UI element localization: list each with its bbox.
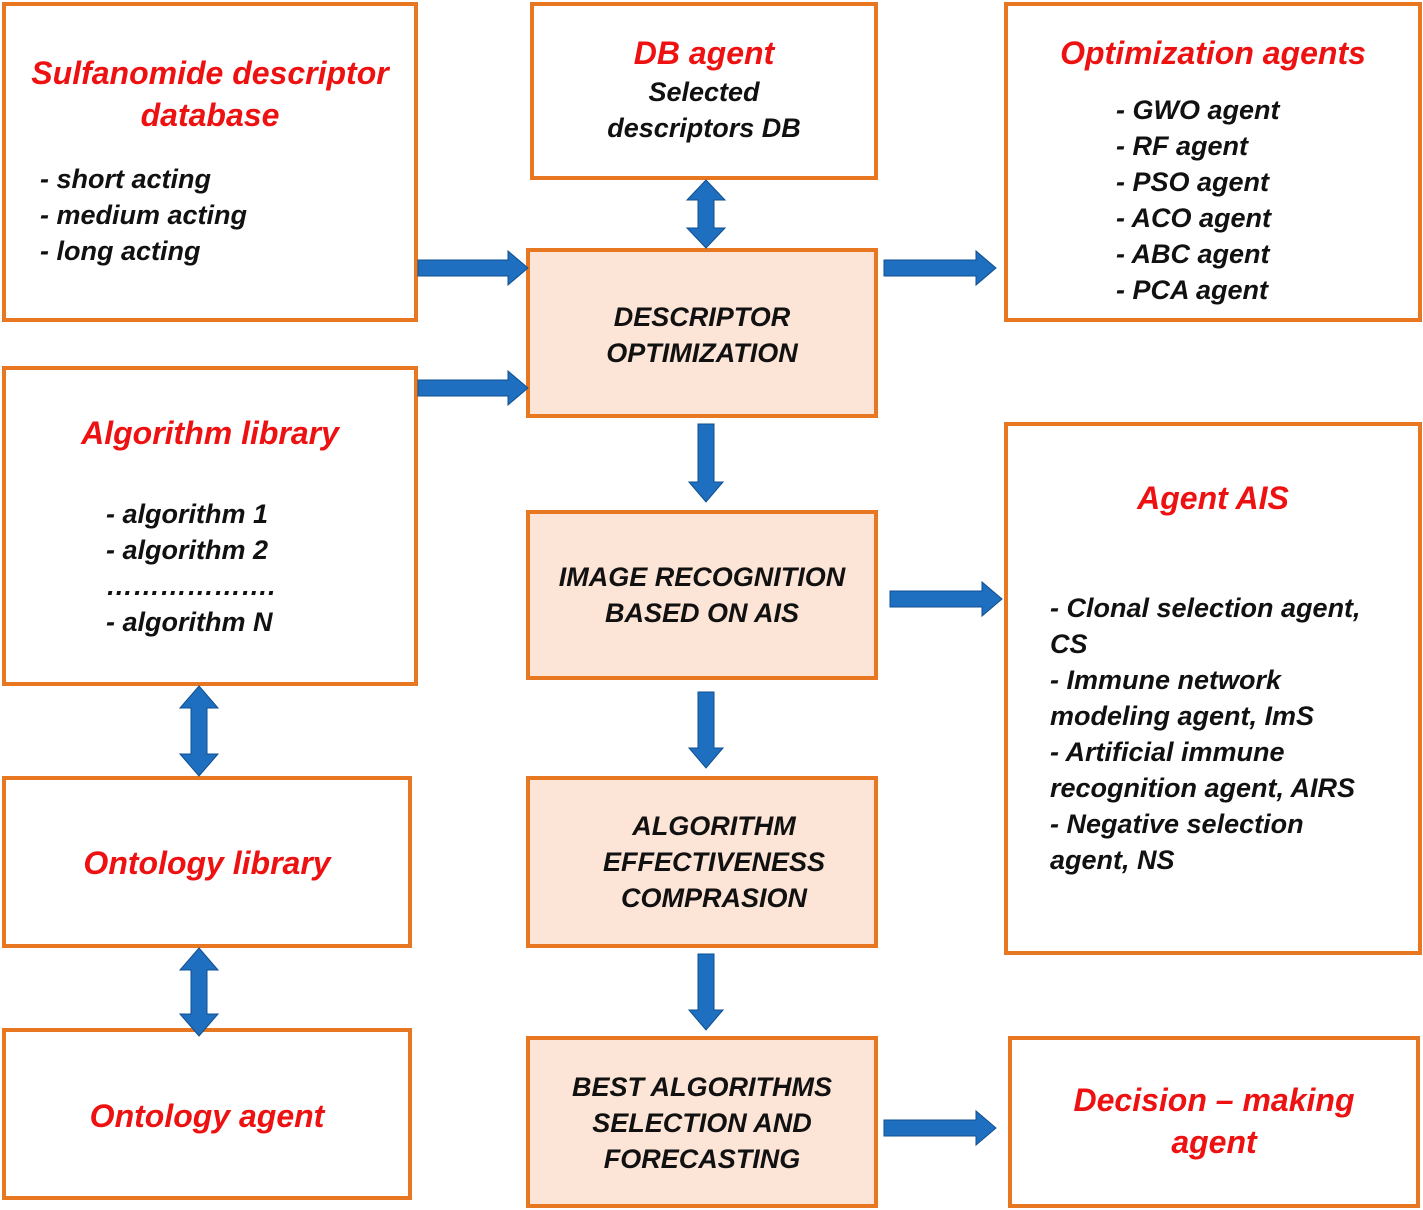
- double-arrow-vertical-icon: [685, 179, 727, 249]
- decision-making-agent-box: Decision – making agent: [1008, 1036, 1420, 1208]
- descriptor-optimization-box: DESCRIPTOR OPTIMIZATION: [526, 248, 878, 418]
- optimization-agents-box: Optimization agents - GWO agent - RF age…: [1004, 2, 1422, 322]
- list-item: - short acting: [40, 164, 212, 194]
- double-arrow-vertical-icon: [178, 947, 220, 1037]
- db-agent-title: DB agent: [633, 35, 775, 71]
- agent-ais-list: - Clonal selection agent, CS - Immune ne…: [1050, 590, 1361, 878]
- agent-ais-title: Agent AIS: [1137, 480, 1289, 516]
- algorithm-effectiveness-label: ALGORITHM EFFECTIVENESS COMPRASION: [602, 811, 826, 913]
- ontology-agent-box: Ontology agent: [2, 1028, 412, 1200]
- double-arrow-vertical-icon: [178, 685, 220, 777]
- list-item: - algorithm N: [106, 607, 273, 637]
- best-algorithms-box: BEST ALGORITHMS SELECTION AND FORECASTIN…: [526, 1036, 878, 1208]
- list-item: - PCA agent: [1116, 275, 1269, 305]
- optimization-agents-title: Optimization agents: [1060, 35, 1366, 71]
- list-item: - GWO agent: [1116, 95, 1280, 125]
- decision-making-agent-title: Decision – making agent: [1073, 1082, 1355, 1160]
- algorithm-library-box: Algorithm library - algorithm 1 - algori…: [2, 366, 418, 686]
- sulfanomide-database-list: - short acting - medium acting - long ac…: [40, 161, 247, 269]
- optimization-agents-list: - GWO agent - RF agent - PSO agent - ACO…: [1116, 92, 1280, 308]
- list-item: - medium acting: [40, 200, 248, 230]
- algorithm-library-title: Algorithm library: [81, 415, 339, 451]
- arrow-right-icon: [883, 1109, 997, 1147]
- arrow-down-icon: [687, 691, 725, 769]
- arrow-right-icon: [883, 249, 997, 287]
- ontology-agent-title: Ontology agent: [89, 1098, 325, 1134]
- list-item: - Immune network: [1050, 665, 1282, 695]
- best-algorithms-label: BEST ALGORITHMS SELECTION AND FORECASTIN…: [572, 1072, 832, 1174]
- list-item: - Negative selection: [1050, 809, 1304, 839]
- db-agent-box: DB agent Selected descriptors DB: [530, 2, 878, 180]
- agent-ais-box: Agent AIS - Clonal selection agent, CS -…: [1004, 422, 1422, 955]
- list-item: modeling agent, ImS: [1050, 701, 1315, 731]
- db-agent-subtitle: Selected descriptors DB: [607, 77, 801, 143]
- arrow-right-icon: [889, 580, 1003, 618]
- list-item: - algorithm 2: [106, 535, 269, 565]
- algorithm-effectiveness-box: ALGORITHM EFFECTIVENESS COMPRASION: [526, 776, 878, 948]
- arrow-right-icon: [417, 369, 529, 407]
- list-item: - long acting: [40, 236, 201, 266]
- list-item: ……………….: [106, 571, 276, 601]
- sulfanomide-database-box: Sulfanomide descriptor database - short …: [2, 2, 418, 322]
- list-item: - Clonal selection agent,: [1050, 593, 1361, 623]
- list-item: CS: [1050, 629, 1088, 659]
- ontology-library-title: Ontology library: [83, 845, 331, 881]
- list-item: - RF agent: [1116, 131, 1248, 161]
- image-recognition-label: IMAGE RECOGNITION BASED ON AIS: [558, 562, 846, 628]
- list-item: - algorithm 1: [106, 499, 269, 529]
- sulfanomide-database-title: Sulfanomide descriptor database: [31, 55, 389, 133]
- list-item: recognition agent, AIRS: [1050, 773, 1356, 803]
- image-recognition-box: IMAGE RECOGNITION BASED ON AIS: [526, 510, 878, 680]
- list-item: - ABC agent: [1116, 239, 1270, 269]
- list-item: - ACO agent: [1116, 203, 1271, 233]
- arrow-down-icon: [687, 423, 725, 503]
- algorithm-library-list: - algorithm 1 - algorithm 2 ………………. - al…: [106, 496, 276, 640]
- list-item: agent, NS: [1050, 845, 1175, 875]
- ontology-library-box: Ontology library: [2, 776, 412, 948]
- arrow-down-icon: [687, 953, 725, 1031]
- descriptor-optimization-label: DESCRIPTOR OPTIMIZATION: [606, 302, 798, 368]
- list-item: - Artificial immune: [1050, 737, 1285, 767]
- arrow-right-icon: [417, 249, 529, 287]
- list-item: - PSO agent: [1116, 167, 1270, 197]
